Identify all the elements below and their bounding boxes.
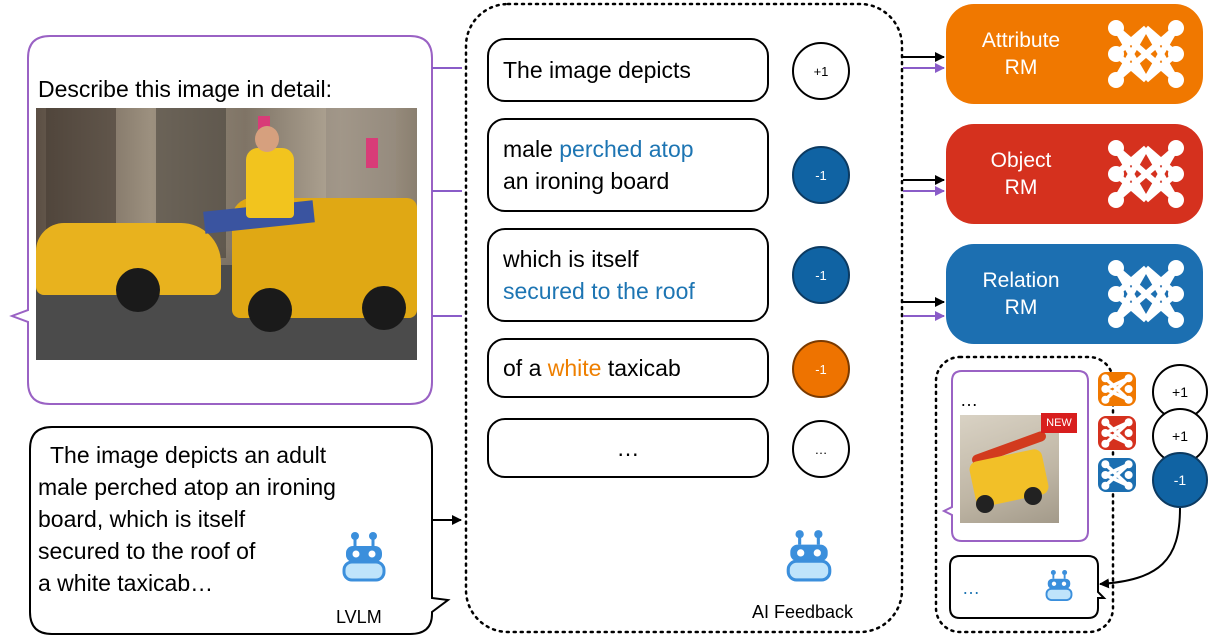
segment-score: …	[792, 420, 850, 478]
small-attribute-rm-icon	[1098, 372, 1136, 406]
small-object-rm-icon	[1098, 416, 1136, 450]
segment-text: The image depicts	[503, 57, 691, 83]
new-sample-container	[934, 355, 1115, 634]
response-line: secured to the roof of	[38, 538, 256, 564]
segment-score: -1	[792, 146, 850, 204]
segment-text-highlight: perched atop	[559, 136, 694, 162]
rm-name: Object	[990, 149, 1052, 172]
response-line: The image depicts an adult	[50, 442, 327, 468]
response-line: male perched atop an ironing	[38, 474, 336, 500]
lvlm-robot-icon	[340, 530, 388, 582]
segment-box: …	[487, 418, 769, 478]
segment-line: secured to the roof	[503, 275, 753, 307]
segment-text: of a	[503, 355, 548, 381]
rm-suffix: RM	[1004, 296, 1038, 319]
segment-line: …	[617, 432, 640, 464]
new-sample-text: …	[960, 390, 978, 410]
response-bubble-outline	[29, 426, 451, 635]
rm-suffix: RM	[1004, 56, 1038, 79]
prompt-bubble-outline	[9, 35, 433, 405]
response-line: a white taxicab…	[38, 570, 214, 596]
response-text: The image depicts an adult male perched …	[38, 439, 418, 599]
rm-suffix: RM	[1004, 176, 1038, 199]
new-sample-score: -1	[1152, 452, 1208, 508]
small-relation-rm-icon	[1098, 458, 1136, 492]
segment-line: of a white taxicab	[503, 352, 753, 384]
prompt-text: Describe this image in detail:	[38, 76, 333, 102]
taxi-photo	[36, 108, 417, 360]
segment-box: of a white taxicab	[487, 338, 769, 398]
neural-network-icon	[1108, 20, 1184, 88]
segment-line: The image depicts	[503, 54, 753, 86]
response-line: board, which is itself	[38, 506, 246, 532]
output-robot-icon	[1044, 568, 1074, 602]
segment-score: -1	[792, 246, 850, 304]
segment-text-highlight: secured to the roof	[503, 278, 695, 304]
ai-feedback-robot-icon	[784, 528, 834, 582]
segment-box: male perched atop an ironing board	[487, 118, 769, 212]
segment-line: which is itself	[503, 243, 753, 275]
lvlm-label: LVLM	[336, 607, 382, 627]
segment-text: male	[503, 136, 560, 162]
new-badge: NEW	[1041, 413, 1077, 433]
segment-score: -1	[792, 340, 850, 398]
feedback-container	[464, 2, 904, 634]
segment-text: taxicab	[601, 355, 681, 381]
neural-network-icon	[1108, 260, 1184, 328]
new-sample-bubble-outline	[941, 370, 1089, 542]
new-output-bubble-outline	[949, 555, 1107, 619]
rm-name: Attribute	[981, 29, 1061, 52]
segment-box: which is itself secured to the roof	[487, 228, 769, 322]
new-sample-photo	[960, 415, 1059, 523]
neural-network-icon	[1108, 140, 1184, 208]
segment-line: an ironing board	[503, 165, 753, 197]
segment-text: …	[616, 435, 640, 461]
segment-box: The image depicts	[487, 38, 769, 102]
segment-text: an ironing board	[503, 168, 670, 194]
segment-text-highlight: white	[547, 355, 602, 381]
segment-score: +1	[792, 42, 850, 100]
ai-feedback-label: AI Feedback	[752, 602, 854, 622]
new-output-text: …	[962, 578, 980, 598]
rm-name: Relation	[982, 269, 1060, 292]
segment-line: male perched atop	[503, 133, 753, 165]
segment-text: which is itself	[503, 246, 639, 272]
